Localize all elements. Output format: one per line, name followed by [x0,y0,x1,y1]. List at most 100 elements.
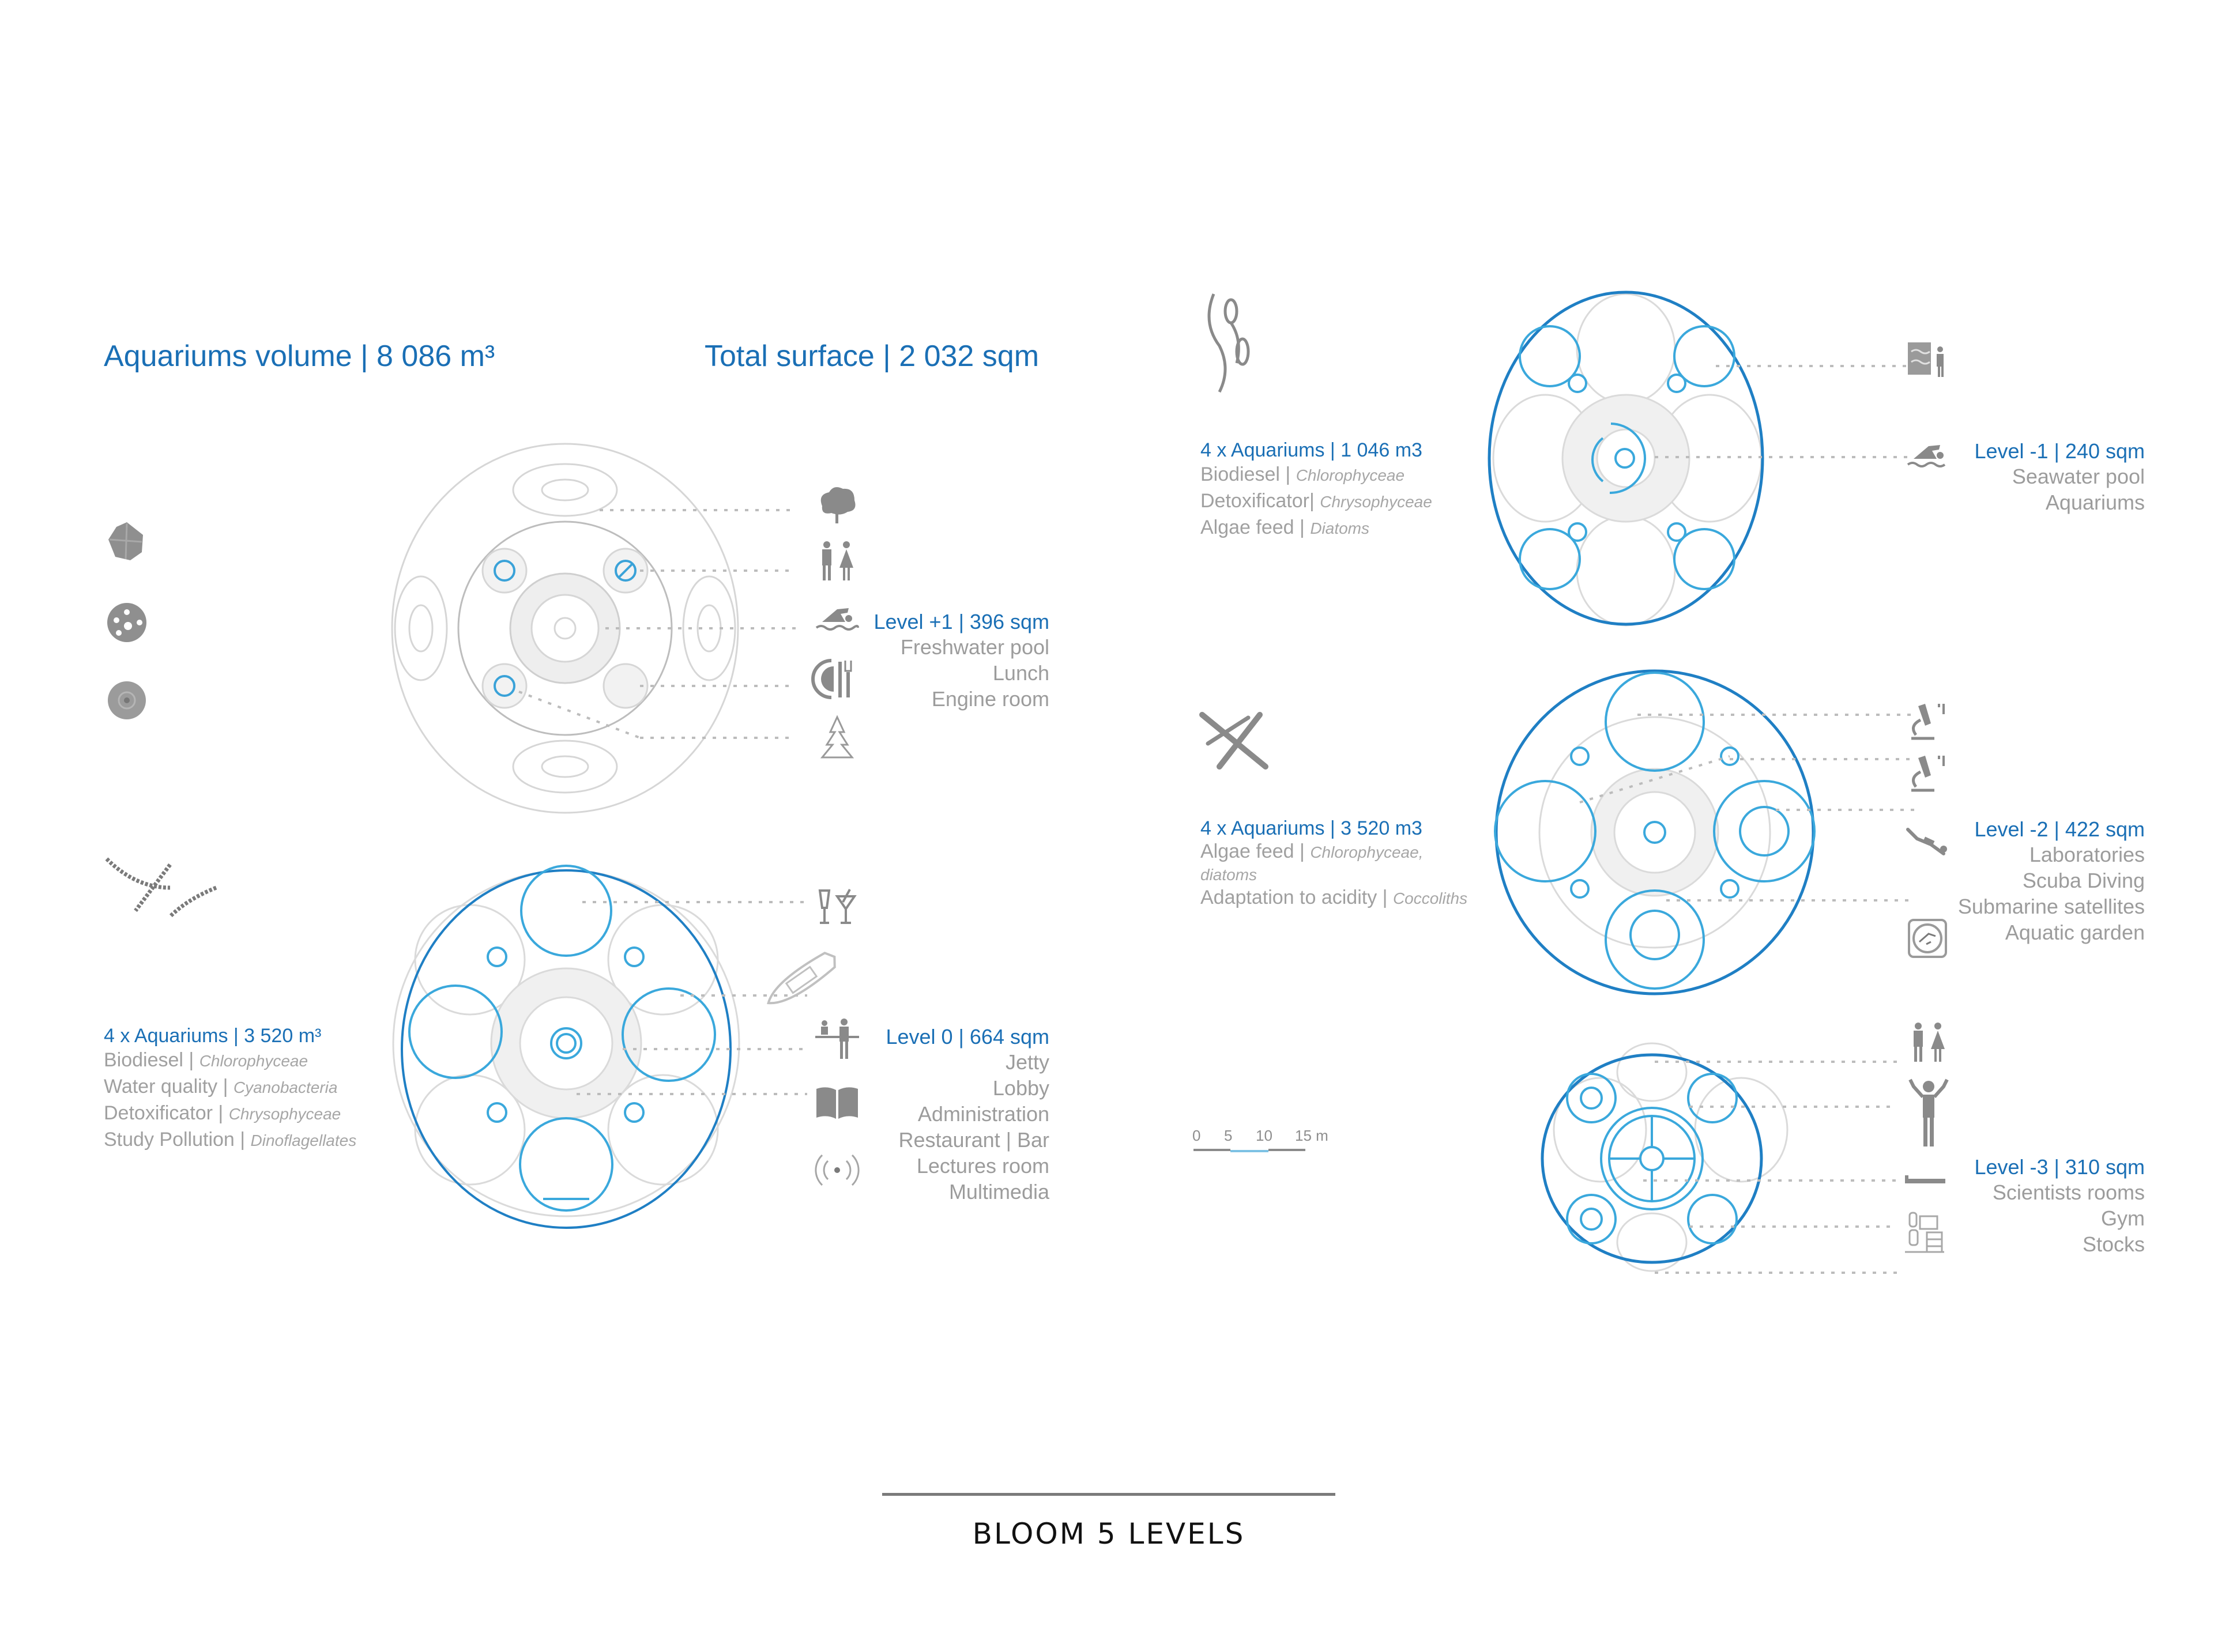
level-plus-1-item: Freshwater pool [900,635,1049,659]
algae-species: Chlorophyceae [1296,466,1405,484]
aquarium-row: Study Pollution | Dinoflagellates [104,1127,356,1153]
swimming-icon [1907,445,1946,467]
level-minus-3-item: Gym [2101,1206,2145,1230]
aquarium-use: Biodiesel | [104,1049,199,1071]
level-plus-1-item: Engine room [931,687,1049,711]
level-minus-1-item: Aquariums [2045,491,2145,514]
level-0-item: Multimedia [948,1180,1049,1204]
level-minus-1-title: Level -1 | 240 sqm [1974,439,2145,463]
level-plus-1-title: Level +1 | 396 sqm [873,610,1049,633]
aquarium-use: Biodiesel | [1200,463,1296,485]
diatom-disc-specimen-icon [107,603,146,642]
algae-species: Chrysophyceae [228,1105,341,1123]
reception-desk-icon [815,1019,859,1059]
crossed-diatoms-specimen-icon [1199,712,1268,770]
restroom-icon [822,541,853,580]
aquarium-row: Biodiesel | Chlorophyceae [104,1047,356,1074]
scale-segment [1193,1149,1230,1151]
scale-tick-label: 10 [1256,1127,1272,1144]
level-0-title: Level 0 | 664 sqm [886,1025,1049,1048]
restroom-icon [1914,1023,1945,1062]
algae-species: diatoms [1200,866,1257,884]
aquarium-use: Detoxificator | [104,1102,229,1124]
total-surface-heading: Total surface | 2 032 sqm [705,340,1040,373]
storage-icon [1905,1212,1944,1253]
aquarium-group-title: 4 x Aquariums | 3 520 m³ [104,1025,322,1047]
aquarium-use: Adaptation to acidity | [1200,887,1393,908]
aquarium-row: Detoxificator | Chrysophyceae [104,1100,356,1127]
algae-species: Dinoflagellates [250,1131,357,1149]
level-minus-3-item: Scientists rooms [1992,1180,2145,1204]
level-minus-3-plan [1541,1042,1897,1274]
scale-tick-label: 0 [1192,1127,1201,1144]
level-minus-3-block: Level -3 | 310 sqm Scientists rooms Gym … [1937,1155,2145,1257]
level-minus-2-item: Laboratories [2029,843,2145,866]
boat-icon [767,952,836,1005]
bed-icon [1905,1175,1945,1183]
level-0-item: Administration [917,1102,1049,1126]
radial-diatom-specimen-icon [108,681,146,719]
level-minus-2-block: Level -2 | 422 sqm Laboratories Scuba Di… [1937,817,2145,945]
level-minus-1-plan [1488,291,1908,627]
aquarium-group-level-minus-2: 4 x Aquariums | 3 520 m3 Algae feed | Ch… [1200,817,1467,911]
scale-bar: 0 5 10 15 m [1192,1127,1342,1161]
aquarium-row: Algae feed | Chlorophyceae, [1200,840,1467,864]
level-minus-2-item: Submarine satellites [1957,895,2145,918]
algae-species: Diatoms [1310,519,1370,537]
aquarium-row: Detoxificator| Chrysophyceae [1200,488,1432,515]
level-0-item: Jetty [1005,1050,1049,1074]
aquarium-row: diatoms [1200,864,1467,885]
algae-species: Chlorophyceae [199,1052,308,1070]
level-0-block: Level 0 | 664 sqm Jetty Lobby Administra… [842,1025,1049,1205]
pine-tree-icon [820,715,854,759]
level-minus-3-title: Level -3 | 310 sqm [1974,1155,2145,1179]
aquarium-use: Algae feed | [1200,516,1311,538]
aquarium-use: Water quality | [104,1076,234,1097]
footer-title: BLOOM 5 LEVELS [972,1517,1245,1551]
gym-person-icon [1908,1078,1949,1146]
microscope-icon [1911,756,1945,792]
level-minus-2-item: Scuba Diving [2022,869,2145,892]
scale-segment [1230,1150,1268,1152]
filament-algae-specimen-icon [105,857,217,918]
aquarium-row: Adaptation to acidity | Coccoliths [1200,885,1467,911]
aquarium-use: Study Pollution | [104,1129,251,1151]
aquarium-group-level-0: 4 x Aquariums | 3 520 m³ Biodiesel | Chl… [104,1025,356,1153]
submarine-porthole-icon [1908,919,1947,958]
level-minus-2-plan [1494,669,1914,995]
coccolith-specimen-icon [108,522,143,560]
level-minus-1-item: Seawater pool [2012,465,2145,488]
aquarium-row: Algae feed | Diatoms [1200,515,1432,541]
algae-species: Cyanobacteria [233,1078,338,1096]
wifi-broadcast-icon [815,1154,860,1186]
level-0-plan [392,865,807,1229]
level-0-item: Restaurant | Bar [898,1128,1049,1152]
swimming-icon [815,608,859,631]
level-0-item: Lectures room [916,1154,1049,1178]
level-plus-1-plan [391,443,796,814]
aquarium-group-level-minus-1: 4 x Aquariums | 1 046 m3 Biodiesel | Chl… [1200,439,1432,541]
scuba-diver-icon [1906,828,1947,855]
diatom-chain-specimen-icon [1207,293,1250,393]
aquarium-row: Water quality | Cyanobacteria [104,1074,356,1100]
footer-divider [882,1493,1335,1496]
aquarium-use: Algae feed | [1200,840,1311,862]
level-0-item: Lobby [992,1076,1049,1100]
microscope-icon [1911,704,1945,740]
level-minus-2-title: Level -2 | 422 sqm [1974,817,2145,841]
scale-segment [1268,1149,1305,1151]
aquarium-row: Biodiesel | Chlorophyceae [1200,462,1432,488]
level-minus-3-item: Stocks [2082,1232,2145,1256]
algae-species: Coccoliths [1392,889,1468,907]
algae-species: Chrysophyceae [1320,493,1432,511]
aquarium-group-title: 4 x Aquariums | 3 520 m3 [1200,817,1422,839]
level-plus-1-item: Lunch [992,661,1049,685]
scale-tick-label: 15 m [1295,1127,1328,1144]
aquarium-use: Detoxificator| [1200,490,1320,512]
aquarium-viewer-icon [1908,342,1944,377]
scale-tick-label: 5 [1224,1127,1233,1144]
aquariums-volume-heading: Aquariums volume | 8 086 m³ [104,340,495,373]
level-minus-2-item: Aquatic garden [2005,921,2145,944]
bar-drinks-icon [818,889,857,924]
level-minus-1-block: Level -1 | 240 sqm Seawater pool Aquariu… [1937,439,2145,515]
